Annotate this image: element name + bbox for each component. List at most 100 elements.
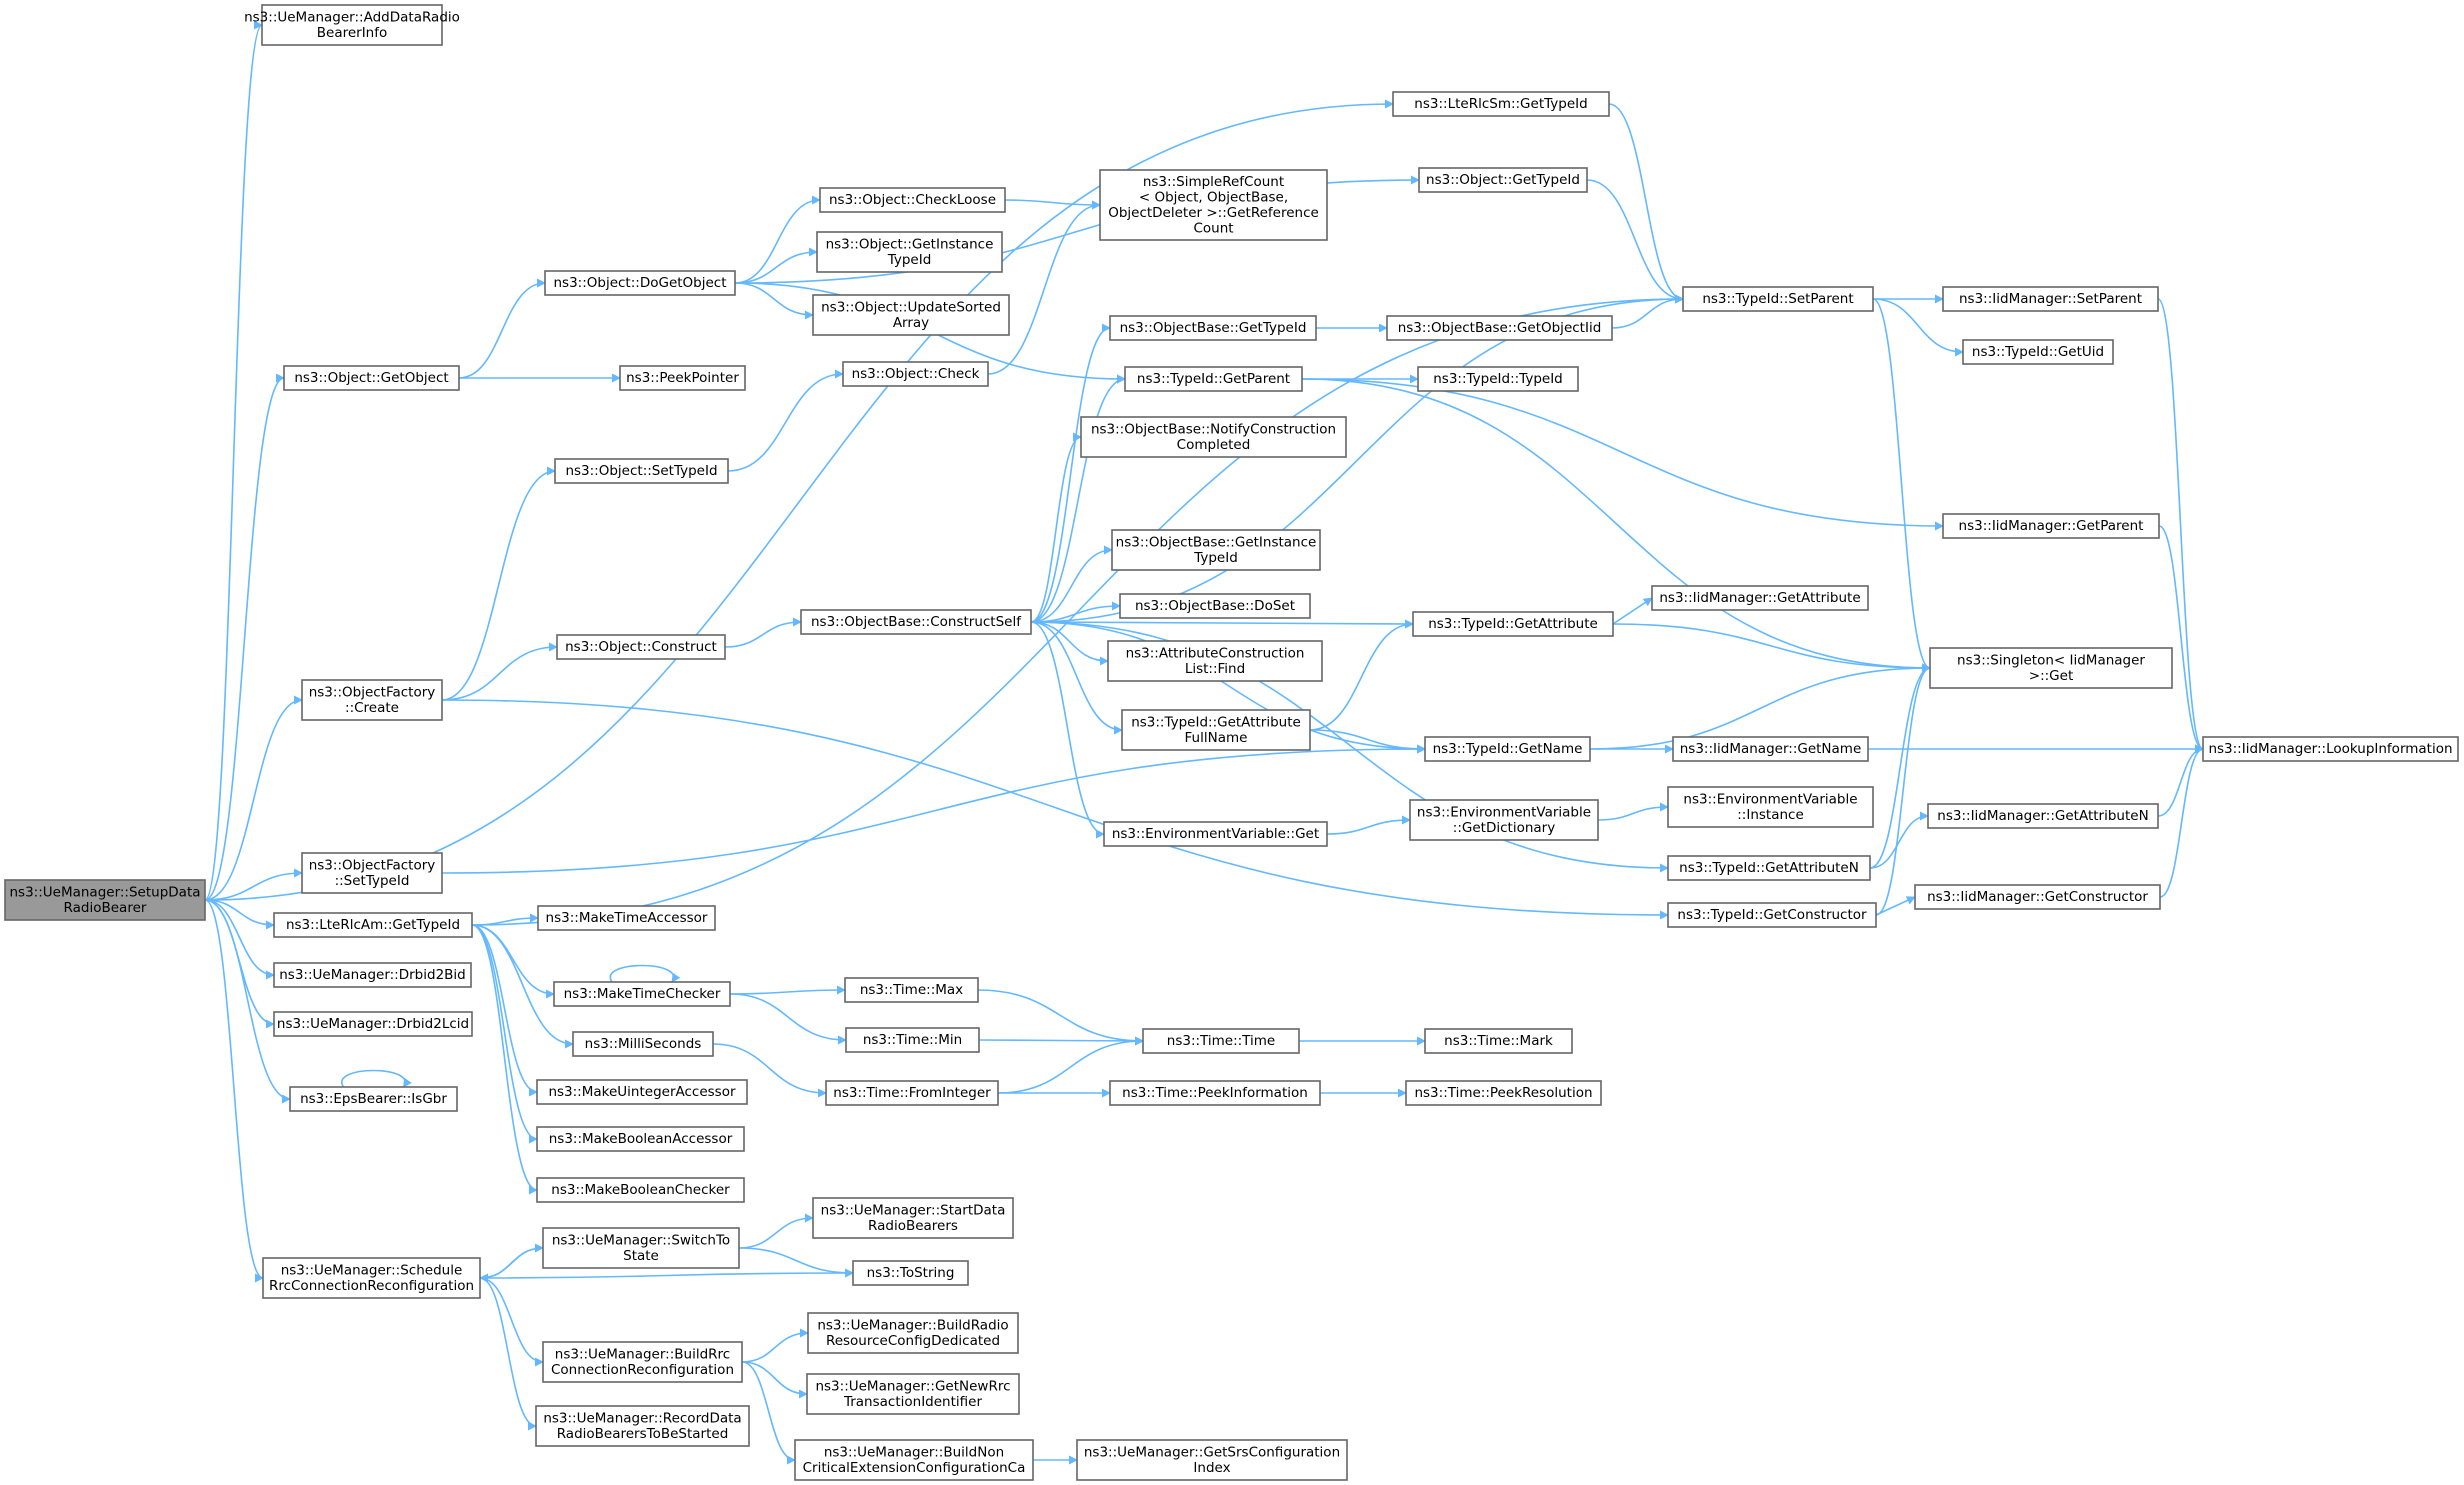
node-rlcam[interactable]: ns3::LteRlcAm::GetTypeId (273, 912, 473, 938)
edge-ctorself-to-getname (1030, 621, 1426, 754)
edge-setup-to-rlcam (204, 899, 275, 930)
node-ctorself[interactable]: ns3::ObjectBase::ConstructSelf (800, 609, 1032, 635)
node-rlcsm[interactable]: ns3::LteRlcSm::GetTypeId (1392, 91, 1610, 117)
node-schedule[interactable]: ns3::UeManager::ScheduleRrcConnectionRec… (262, 1257, 481, 1299)
node-envinst[interactable]: ns3::EnvironmentVariable::Instance (1667, 786, 1874, 828)
node-objtid[interactable]: ns3::Object::GetTypeId (1418, 167, 1588, 193)
edge-ofcreate-to-construct (441, 642, 558, 701)
node-doset[interactable]: ns3::ObjectBase::DoSet (1119, 593, 1311, 619)
node-box (544, 270, 736, 296)
edge-isgbr-to-isgbr (341, 1069, 412, 1088)
edge-getattr-to-iidgetattr (1612, 597, 1653, 625)
node-peekres[interactable]: ns3::Time::PeekResolution (1405, 1080, 1602, 1106)
edge-objtid-to-setparent (1586, 179, 1684, 304)
node-maketimeacc[interactable]: ns3::MakeTimeAccessor (537, 905, 716, 931)
node-label-line: ns3::IidManager::GetConstructor (1927, 889, 2148, 905)
node-isgbr[interactable]: ns3::EpsBearer::IsGbr (289, 1086, 458, 1112)
node-recorddrb[interactable]: ns3::UeManager::RecordDataRadioBearersTo… (535, 1405, 750, 1447)
node-getname[interactable]: ns3::TypeId::GetName (1424, 736, 1591, 762)
node-typeidctor[interactable]: ns3::TypeId::TypeId (1417, 366, 1579, 392)
node-label-line: ns3::MakeBooleanChecker (551, 1182, 730, 1198)
node-box (842, 361, 989, 387)
node-tostring[interactable]: ns3::ToString (852, 1260, 969, 1286)
edge-ctorself-to-envget (1030, 621, 1105, 839)
edge-setparent-to-getuid (1872, 298, 1964, 357)
node-box (844, 977, 979, 1003)
edge-iidsetparent-to-lookup (2157, 298, 2204, 754)
node-buildrrm[interactable]: ns3::UeManager::BuildRadioResourceConfig… (807, 1312, 1019, 1354)
edge-timemax-to-timetime (977, 989, 1144, 1046)
node-envget[interactable]: ns3::EnvironmentVariable::Get (1103, 821, 1328, 847)
node-getattrn[interactable]: ns3::TypeId::GetAttributeN (1667, 855, 1871, 881)
node-lookup[interactable]: ns3::IidManager::LookupInformation (2202, 736, 2459, 762)
node-millis[interactable]: ns3::MilliSeconds (572, 1031, 714, 1057)
node-label-line: >::Get (2029, 668, 2073, 684)
node-label-line: ns3::ObjectFactory (309, 684, 436, 700)
node-label-line: TypeId (887, 252, 932, 268)
node-newrrc[interactable]: ns3::UeManager::GetNewRrcTransactionIden… (806, 1373, 1020, 1415)
node-iidgetattr[interactable]: ns3::IidManager::GetAttribute (1651, 585, 1869, 611)
node-getobjiid[interactable]: ns3::ObjectBase::GetObjectIid (1386, 315, 1613, 341)
node-label-line: ns3::UeManager::GetSrsConfiguration (1084, 1444, 1340, 1460)
node-obgettid[interactable]: ns3::ObjectBase::GetTypeId (1109, 315, 1317, 341)
node-setparent[interactable]: ns3::TypeId::SetParent (1682, 286, 1874, 312)
node-getobject[interactable]: ns3::Object::GetObject (283, 365, 460, 391)
node-checkloose[interactable]: ns3::Object::CheckLoose (819, 187, 1006, 213)
node-getuid[interactable]: ns3::TypeId::GetUid (1962, 339, 2114, 365)
node-drbid2lcid[interactable]: ns3::UeManager::Drbid2Lcid (273, 1011, 473, 1037)
node-timetime[interactable]: ns3::Time::Time (1142, 1028, 1300, 1054)
node-iidgetparent[interactable]: ns3::IidManager::GetParent (1942, 513, 2160, 539)
node-simpleref[interactable]: ns3::SimpleRefCount< Object, ObjectBase,… (1099, 169, 1328, 241)
node-drbid2bid[interactable]: ns3::UeManager::Drbid2Bid (273, 962, 472, 988)
node-ofcreate[interactable]: ns3::ObjectFactory::Create (301, 679, 443, 721)
node-getattr[interactable]: ns3::TypeId::GetAttribute (1412, 611, 1614, 637)
node-notifyctor[interactable]: ns3::ObjectBase::NotifyConstructionCompl… (1080, 416, 1347, 458)
edge-buildrrc-to-newrrc (741, 1361, 808, 1399)
node-envdict[interactable]: ns3::EnvironmentVariable::GetDictionary (1409, 799, 1599, 841)
node-peekptr[interactable]: ns3::PeekPointer (619, 365, 746, 391)
edge-getattrn-to-iidgetattrn (1869, 811, 1929, 869)
node-box (816, 231, 1003, 273)
node-iidgetctor[interactable]: ns3::IidManager::GetConstructor (1914, 884, 2161, 910)
node-getctor[interactable]: ns3::TypeId::GetConstructor (1667, 902, 1877, 928)
node-makeboolchk[interactable]: ns3::MakeBooleanChecker (536, 1177, 745, 1203)
node-construct[interactable]: ns3::Object::Construct (556, 634, 726, 660)
node-box (1109, 1080, 1321, 1106)
node-timemax[interactable]: ns3::Time::Max (844, 977, 979, 1003)
node-getparent[interactable]: ns3::TypeId::GetParent (1124, 366, 1303, 392)
node-box (261, 4, 443, 46)
node-label-line: RadioBearers (868, 1218, 958, 1234)
edge-dogetobj-to-checkloose (734, 195, 821, 284)
node-iidgetname[interactable]: ns3::IidManager::GetName (1672, 736, 1869, 762)
node-iidgetattrn[interactable]: ns3::IidManager::GetAttributeN (1927, 803, 2159, 829)
node-singleton[interactable]: ns3::Singleton< IidManager>::Get (1929, 647, 2173, 689)
node-ofsettid[interactable]: ns3::ObjectFactory::SetTypeId (301, 852, 443, 894)
node-settypeid[interactable]: ns3::Object::SetTypeId (554, 458, 729, 484)
node-dogetobj[interactable]: ns3::Object::DoGetObject (544, 270, 736, 296)
node-peekinfo[interactable]: ns3::Time::PeekInformation (1109, 1080, 1321, 1106)
node-buildnon[interactable]: ns3::UeManager::BuildNonCriticalExtensio… (794, 1439, 1034, 1481)
node-label-line: ns3::Time::PeekResolution (1414, 1085, 1592, 1101)
node-timemin[interactable]: ns3::Time::Min (845, 1027, 980, 1053)
node-maketimechk[interactable]: ns3::MakeTimeChecker (553, 981, 731, 1007)
node-objcheck[interactable]: ns3::Object::Check (842, 361, 989, 387)
node-buildrrc[interactable]: ns3::UeManager::BuildRrcConnectionReconf… (542, 1341, 743, 1383)
node-box (1914, 884, 2161, 910)
node-iidsetparent[interactable]: ns3::IidManager::SetParent (1942, 286, 2159, 312)
node-fromint[interactable]: ns3::Time::FromInteger (825, 1080, 999, 1106)
node-timemark[interactable]: ns3::Time::Mark (1424, 1028, 1573, 1054)
node-makebool[interactable]: ns3::MakeBooleanAccessor (536, 1126, 745, 1152)
edge-fromint-to-timetime (997, 1036, 1144, 1094)
node-makeuint[interactable]: ns3::MakeUintegerAccessor (536, 1079, 748, 1105)
node-box (536, 1079, 748, 1105)
